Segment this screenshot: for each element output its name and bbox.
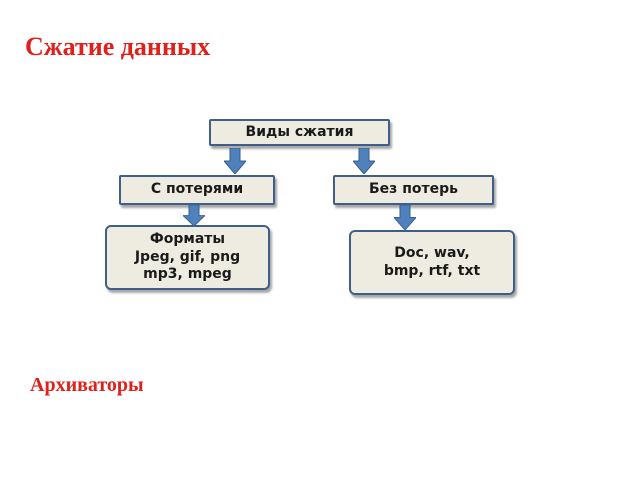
arrow-down-icon [183, 205, 205, 226]
lossless-formats-line: bmp, rtf, txt [383, 262, 481, 279]
lossy-formats-box: Форматы Jpeg, gif, png mp3, mpeg [105, 225, 270, 290]
arrow-down-icon [394, 205, 416, 230]
compression-types-box: Виды сжатия [209, 119, 390, 146]
arrow-down-icon [353, 148, 375, 174]
lossy-formats-line: Jpeg, gif, png [134, 248, 241, 265]
lossless-box: Без потерь [333, 175, 494, 205]
compression-types-label: Виды сжатия [245, 123, 354, 140]
lossy-formats-line: mp3, mpeg [143, 266, 232, 283]
archivers-heading: Архиваторы [30, 374, 144, 396]
lossless-label: Без потерь [369, 181, 458, 198]
lossy-label: С потерями [150, 181, 244, 198]
arrow-down-icon [224, 148, 246, 174]
lossy-formats-line: Форматы [149, 231, 226, 248]
slide-title: Сжатие данных [25, 32, 211, 61]
lossless-formats-line: Doc, wav, [394, 245, 470, 261]
lossy-box: С потерями [119, 175, 275, 205]
lossless-formats-box: Doc, wav, bmp, rtf, txt [349, 230, 515, 295]
